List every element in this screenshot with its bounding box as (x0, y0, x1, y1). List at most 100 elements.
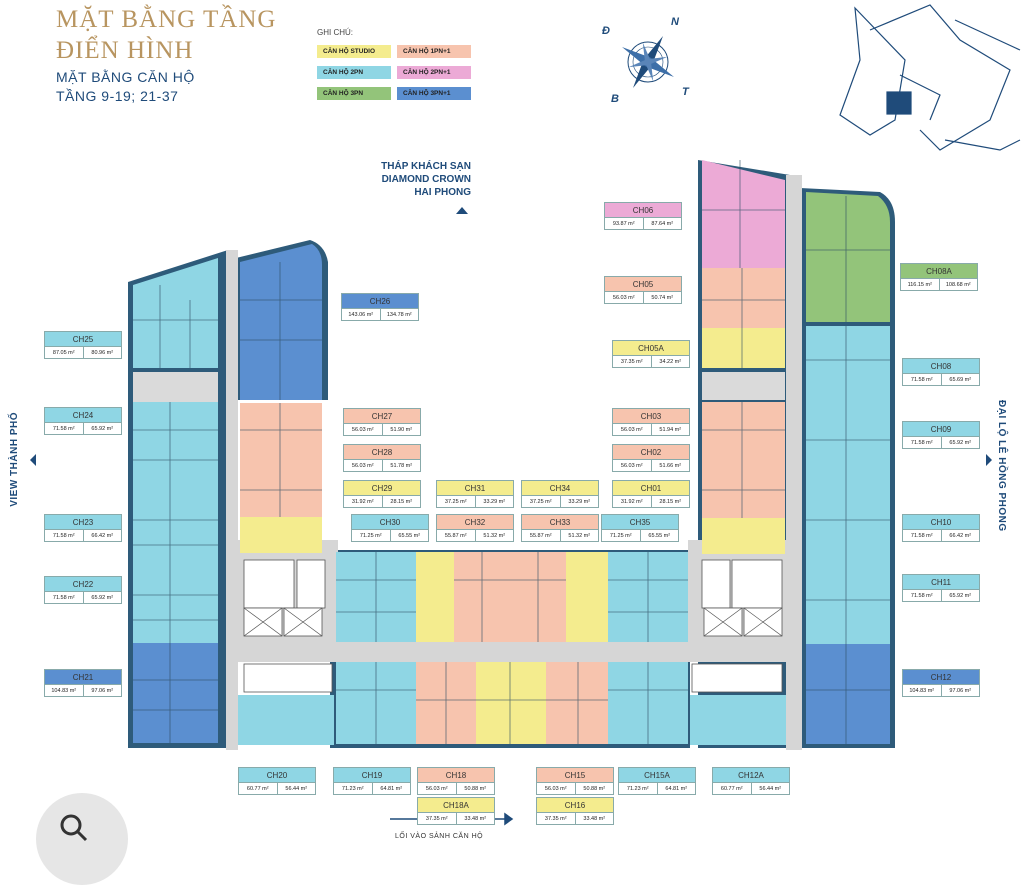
unit-code: CH15A (618, 767, 696, 782)
unit-code: CH08 (902, 358, 980, 373)
unit-area-gross: 60.77 m² (720, 785, 743, 792)
unit-area-net: 65.69 m² (940, 374, 980, 385)
unit-area-gross: 37.35 m² (620, 358, 643, 365)
unit-area-gross: 71.25 m² (609, 532, 632, 539)
compass-south: B (611, 93, 619, 105)
unit-area-gross: 116.15 m² (907, 281, 932, 288)
unit-area-net: 56.44 m² (750, 783, 790, 794)
unit-areas: 71.23 m² 64.81 m² (333, 782, 411, 795)
unit-tag-ch19: CH19 71.23 m² 64.81 m² (333, 767, 411, 795)
unit-code: CH09 (902, 421, 980, 436)
unit-code: CH19 (333, 767, 411, 782)
unit-area-gross: 71.25 m² (359, 532, 382, 539)
unit-area-net: 87.64 m² (642, 218, 682, 229)
unit-ch26-shape (240, 244, 322, 400)
unit-area-gross: 56.03 m² (620, 462, 643, 469)
tower-line-2: DIAMOND CROWN (381, 174, 471, 185)
unit-area-net: 34.22 m² (650, 356, 690, 367)
unit-area-gross: 56.03 m² (612, 294, 635, 301)
unit-area-net: 134.78 m² (379, 309, 419, 320)
unit-area-net: 66.42 m² (82, 530, 122, 541)
visual-search-button[interactable] (36, 793, 128, 885)
unit-area-net: 33.48 m² (574, 813, 614, 824)
page-title: MẶT BẰNG TẦNG ĐIỂN HÌNH (56, 4, 276, 66)
unit-area-net: 51.94 m² (650, 424, 690, 435)
unit-area-net: 33.48 m² (455, 813, 495, 824)
unit-areas: 93.87 m² 87.64 m² (604, 217, 682, 230)
room-walls (133, 160, 890, 744)
unit-area-net: 66.42 m² (940, 530, 980, 541)
unit-area-net: 33.29 m² (559, 496, 599, 507)
unit-code: CH28 (343, 444, 421, 459)
unit-code: CH34 (521, 480, 599, 495)
unit-area-gross: 71.58 m² (52, 532, 75, 539)
unit-area-gross: 31.92 m² (620, 498, 643, 505)
unit-area-net: 64.81 m² (371, 783, 411, 794)
unit-areas: 71.58 m² 65.92 m² (44, 422, 122, 435)
unit-area-net: 51.90 m² (381, 424, 421, 435)
unit-code: CH12A (712, 767, 790, 782)
unit-area-net: 65.92 m² (940, 590, 980, 601)
unit-area-net: 51.32 m² (474, 530, 514, 541)
unit-area-gross: 56.03 m² (351, 426, 374, 433)
left-column-units (133, 258, 218, 743)
unit-area-gross: 71.23 m² (341, 785, 364, 792)
right-arrow-icon (986, 454, 992, 466)
legend-2pn: CĂN HỘ 2PN (317, 66, 391, 79)
page-subtitle: MẶT BẰNG CĂN HỘ TẦNG 9-19; 21-37 (56, 68, 195, 106)
tower-line-1: THÁP KHÁCH SẠN (381, 161, 471, 172)
left-arrow-icon (30, 454, 36, 466)
lens-icon (60, 814, 88, 842)
unit-area-gross: 71.58 m² (52, 425, 75, 432)
unit-area-gross: 71.58 m² (910, 592, 933, 599)
site-map-icon (839, 4, 1021, 151)
unit-code: CH03 (612, 408, 690, 423)
unit-code: CH32 (436, 514, 514, 529)
unit-area-net: 56.44 m² (276, 783, 316, 794)
entrance-label: LỐI VÀO SẢNH CĂN HỘ (395, 833, 484, 840)
unit-code: CH20 (238, 767, 316, 782)
view-city-label: VIEW THÀNH PHỐ (9, 412, 20, 507)
tower-label: THÁP KHÁCH SẠN DIAMOND CROWN HAI PHONG (381, 160, 471, 199)
unit-area-net: 65.92 m² (82, 423, 122, 434)
elevator-icons (243, 607, 783, 637)
unit-code: CH30 (351, 514, 429, 529)
unit-area-net: 28.15 m² (650, 496, 690, 507)
unit-area-net: 65.92 m² (940, 437, 980, 448)
legend-label: GHI CHÚ: (317, 28, 353, 37)
tower-line-3: HAI PHONG (414, 187, 471, 198)
unit-area-gross: 93.87 m² (612, 220, 635, 227)
unit-area-gross: 31.92 m² (351, 498, 374, 505)
unit-code: CH26 (341, 293, 419, 308)
legend-studio: CĂN HỘ STUDIO (317, 45, 391, 58)
unit-code: CH02 (612, 444, 690, 459)
